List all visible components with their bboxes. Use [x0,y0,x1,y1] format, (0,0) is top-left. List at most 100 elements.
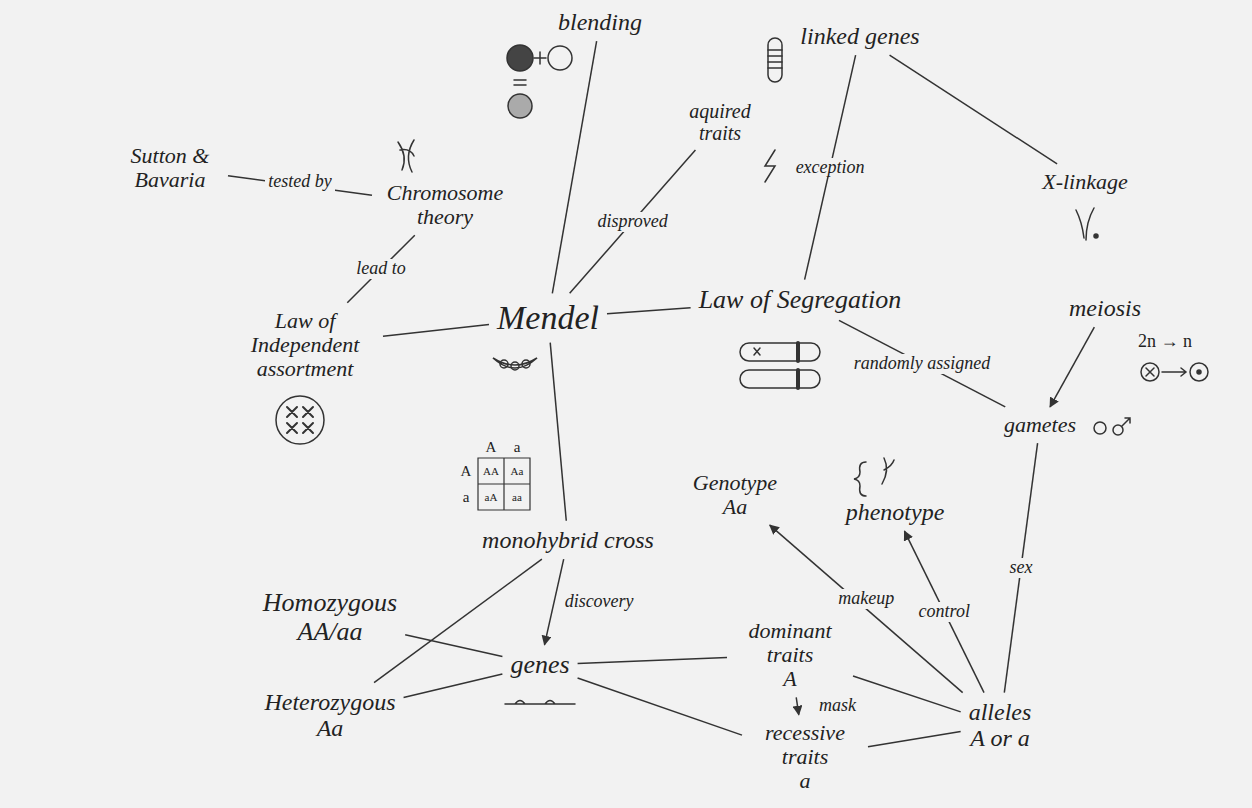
concept-node: Law of Independent assortment [230,306,380,385]
connector-line [1004,443,1037,693]
concept-node: phenotype [841,496,950,528]
concept-text: aquired traits [675,100,765,144]
cell-symbol [276,396,324,444]
connector-line [607,308,691,314]
cell-symbol [1141,363,1159,381]
connector-line [890,55,1058,164]
connector-line [405,635,502,657]
pea [511,362,519,370]
chromosome-symbol [398,140,414,172]
concept-text: Genotype [693,471,777,495]
connector-line [578,678,742,735]
connector-line [570,150,696,293]
edge-label: sex [1006,558,1035,578]
concept-text: Sutton & Bavaria [120,144,220,192]
concept-node: aquired traits [670,97,770,147]
cell-symbol [1190,363,1208,381]
concept-text: Aa [264,715,395,741]
edge-label: exception [793,158,868,178]
egg-symbol [1094,422,1106,434]
arrow-symbol [1162,368,1186,376]
dot [1197,370,1201,374]
connector-line [796,697,799,714]
blended-circle [508,94,532,118]
concept-node: gametes [999,410,1081,440]
concept-node: monohybrid cross [477,524,659,556]
dark-circle [507,45,533,71]
light-circle [548,46,572,70]
concept-node: genes [505,648,574,683]
connector-line [550,343,566,521]
cell-label: Aa [511,465,524,477]
chromosome-symbol [768,38,782,82]
concept-node: meiosis [1064,292,1146,324]
connector-line [404,674,503,698]
chromosome-bands [768,50,782,68]
concept-text: A [735,667,845,691]
edge-label: mask [816,696,859,716]
x-chromosome-symbol [1076,208,1094,240]
connector-line [552,41,596,293]
concept-text: X-linkage [1042,170,1128,194]
connector-line [383,325,489,337]
pea [500,360,508,368]
cross-mark [754,348,760,355]
cross-mark [1146,368,1154,376]
edge-label: control [916,602,973,622]
concept-text: Law of Independent assortment [235,309,375,382]
concept-node: Sutton & Bavaria [115,141,225,195]
equals-sign [514,80,526,85]
concept-text: Law of Segregation [699,286,902,315]
cell-label: 2n → n [1138,332,1192,352]
concept-text: a [750,769,860,793]
concept-text: genes [510,651,569,680]
edge-label: randomly assigned [851,354,994,374]
cell-label: A [486,439,497,456]
concept-text: dominant traits [735,619,845,667]
connector-line [904,531,984,692]
concept-text: Chromosome theory [380,181,510,229]
concept-node: recessive traitsa [745,718,865,797]
concept-node: linked genes [795,20,924,52]
edge-label: lead to [353,259,409,279]
edge-label: discovery [562,592,637,612]
concept-node: X-linkage [1037,167,1133,197]
connector-line [853,676,961,712]
cell-label: AA [483,465,499,477]
cell-label: a [463,489,470,506]
gene-strand [505,701,575,705]
lightning-symbol [765,150,775,182]
concept-text: blending [558,9,642,35]
edge-label: makeup [835,589,897,609]
concept-node: HeterozygousAa [259,686,400,745]
gene-band [796,343,800,388]
concept-text: Aa [693,495,777,519]
plus-sign [534,52,546,64]
connector-line [868,731,961,746]
concept-text: recessive traits [750,721,860,769]
concept-text: AA/aa [263,618,397,647]
concept-node: blending [553,6,647,38]
dot [1094,234,1098,238]
concept-text: Mendel [497,299,599,336]
concept-node: dominant traitsA [730,616,850,695]
concept-text: gametes [1004,413,1076,437]
concept-node: Mendel [492,296,604,339]
concept-text: alleles [969,699,1032,725]
concept-text: phenotype [846,499,945,525]
chromosome-rod [740,343,820,361]
edge-label: disproved [594,212,670,232]
concept-text: Heterozygous [264,689,395,715]
cell-label: A [461,463,472,480]
chromosome-crosses [287,407,313,433]
connector-line [347,235,415,303]
plant-symbol [882,458,894,484]
concept-text: meiosis [1069,295,1141,321]
punnett-square [478,458,530,510]
concept-text: Homozygous [263,589,397,618]
concept-text: monohybrid cross [482,527,654,553]
concept-text: A or a [969,725,1032,751]
